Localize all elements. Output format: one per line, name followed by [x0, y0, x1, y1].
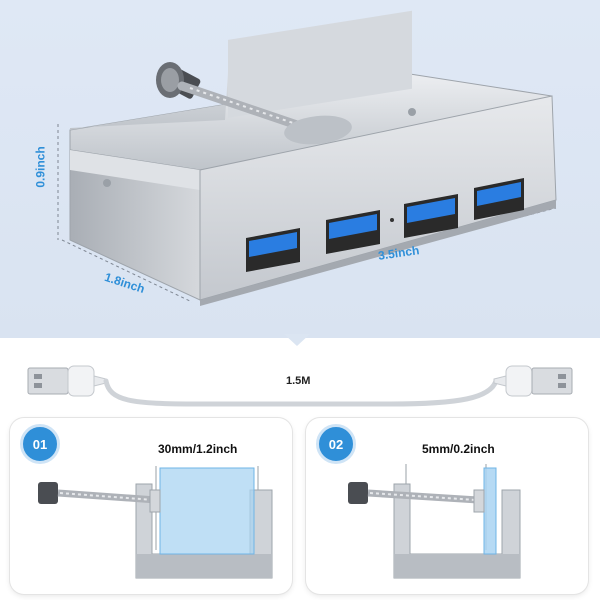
- usb-ports: [246, 178, 524, 272]
- clamp-step-card-2: 02 5mm/0.2inch: [306, 418, 588, 594]
- usb-plug-right: [493, 365, 573, 397]
- clamp-thickness-label: 5mm/0.2inch: [422, 442, 495, 456]
- clamp-step-card-1: 01 30mm/1.2inch: [10, 418, 292, 594]
- product-hero: 0.9inch 1.8inch 3.5inch: [0, 0, 600, 338]
- cable-wire: [103, 378, 499, 407]
- pointer-notch: [284, 334, 310, 346]
- threaded-rod: [367, 489, 479, 504]
- step-badge: 02: [316, 424, 356, 464]
- usb-port: [246, 228, 300, 272]
- desk-panel-thin: [483, 467, 497, 555]
- clamp-thickness-label: 30mm/1.2inch: [158, 442, 238, 456]
- knurled-knob: [38, 482, 58, 504]
- usb-port: [326, 210, 380, 254]
- hub-side-bevel: [70, 150, 200, 190]
- usb-port: [474, 178, 524, 220]
- clamp-screw: [156, 62, 352, 145]
- usb-plug-left: [27, 365, 107, 397]
- step-badge: 01: [20, 424, 60, 464]
- clamp-narrow-illustration: [348, 464, 521, 579]
- clamp-jaw: [228, 10, 412, 118]
- led-indicator: [390, 218, 394, 222]
- screw-hole: [103, 179, 111, 187]
- desk-panel-thick: [159, 467, 255, 555]
- usb-port: [404, 194, 458, 238]
- usb-hub-illustration: [57, 10, 557, 306]
- cable-length-label: 1.5M: [284, 375, 313, 387]
- pressure-pad: [473, 489, 485, 513]
- clamp-wide-illustration: [38, 466, 273, 579]
- height-dimension-label: 0.9inch: [33, 146, 48, 188]
- usb-cable-illustration: [27, 365, 573, 407]
- hub-bottom-edge: [200, 200, 556, 306]
- threaded-rod: [177, 81, 305, 131]
- screw-hole: [408, 108, 416, 116]
- pressure-pad: [149, 489, 161, 513]
- pressure-pad: [284, 115, 352, 145]
- knurled-knob: [348, 482, 368, 504]
